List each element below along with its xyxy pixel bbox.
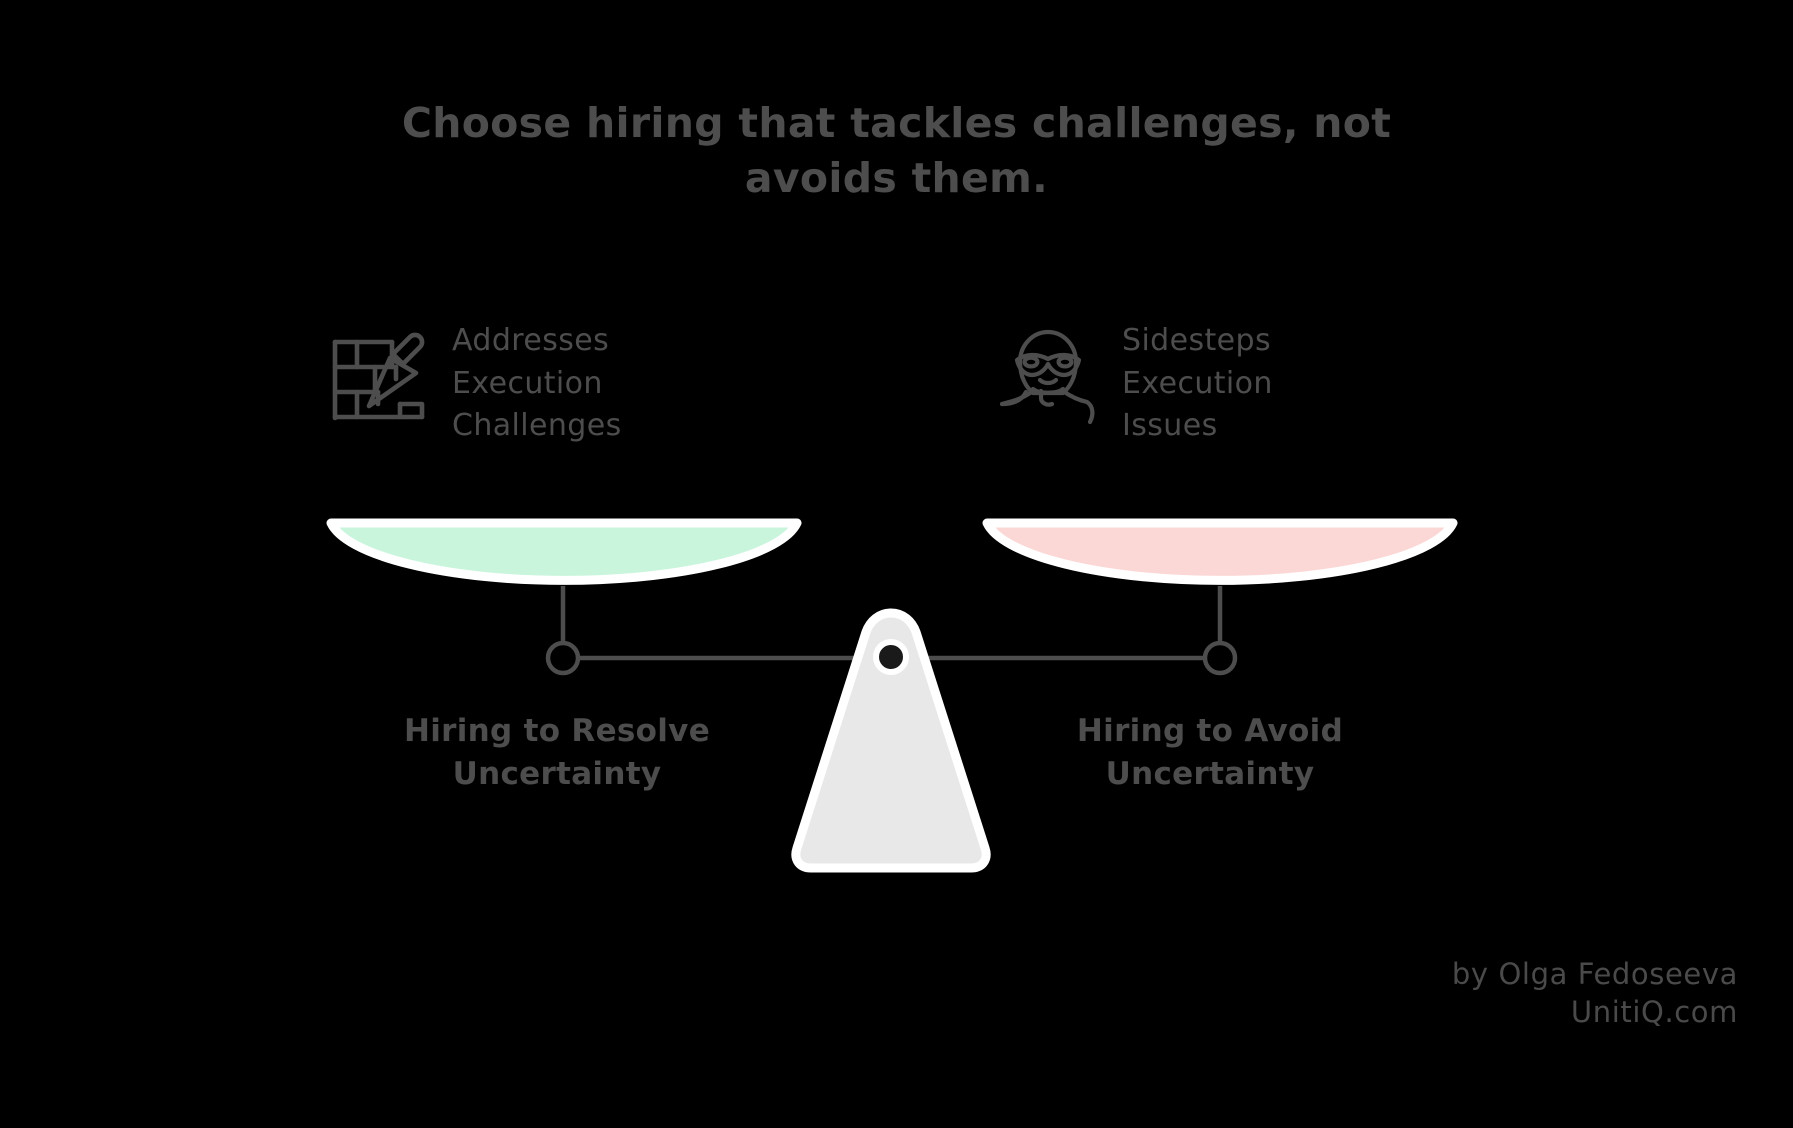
right-pan-label-line-2: Uncertainty bbox=[1105, 756, 1315, 793]
left-pan bbox=[326, 518, 802, 650]
left-pan-label: Hiring to Resolve Uncertainty bbox=[277, 710, 837, 797]
right-caption: Sidesteps Execution Issues bbox=[1122, 318, 1273, 448]
credit-site: UnitiQ.com bbox=[1570, 995, 1738, 1030]
left-beam-ring bbox=[545, 640, 581, 676]
title-line-1: Choose hiring that tackles challenges, n… bbox=[401, 99, 1392, 147]
left-caption-line-2: Execution bbox=[452, 365, 603, 401]
right-pan bbox=[982, 518, 1458, 650]
right-caption-line-1: Sidesteps bbox=[1122, 323, 1272, 358]
fulcrum-pivot bbox=[873, 639, 909, 675]
left-caption: Addresses Execution Challenges bbox=[452, 318, 622, 448]
right-side-group: Sidesteps Execution Issues bbox=[1000, 318, 1520, 448]
left-side-group: Addresses Execution Challenges bbox=[330, 318, 850, 448]
brick-wall-trowel-icon bbox=[332, 332, 425, 421]
credit-author: by Olga Fedoseeva bbox=[1451, 957, 1738, 991]
left-pan-label-line-2: Uncertainty bbox=[452, 756, 662, 793]
left-caption-line-3: Challenges bbox=[452, 408, 622, 444]
page-title: Choose hiring that tackles challenges, n… bbox=[0, 96, 1793, 207]
credit-attribution: by Olga Fedoseeva UnitiQ.com bbox=[1452, 955, 1738, 1032]
right-caption-line-3: Issues bbox=[1122, 408, 1218, 444]
right-beam-ring bbox=[1202, 640, 1238, 676]
title-line-2: avoids them. bbox=[744, 154, 1049, 203]
masked-burglar-icon bbox=[1000, 329, 1095, 425]
left-pan-label-line-1: Hiring to Resolve bbox=[403, 713, 711, 749]
left-caption-line-1: Addresses bbox=[452, 323, 610, 358]
right-pan-label-line-1: Hiring to Avoid bbox=[1076, 713, 1344, 749]
right-caption-line-2: Execution bbox=[1122, 365, 1273, 401]
right-pan-label: Hiring to Avoid Uncertainty bbox=[930, 710, 1490, 797]
